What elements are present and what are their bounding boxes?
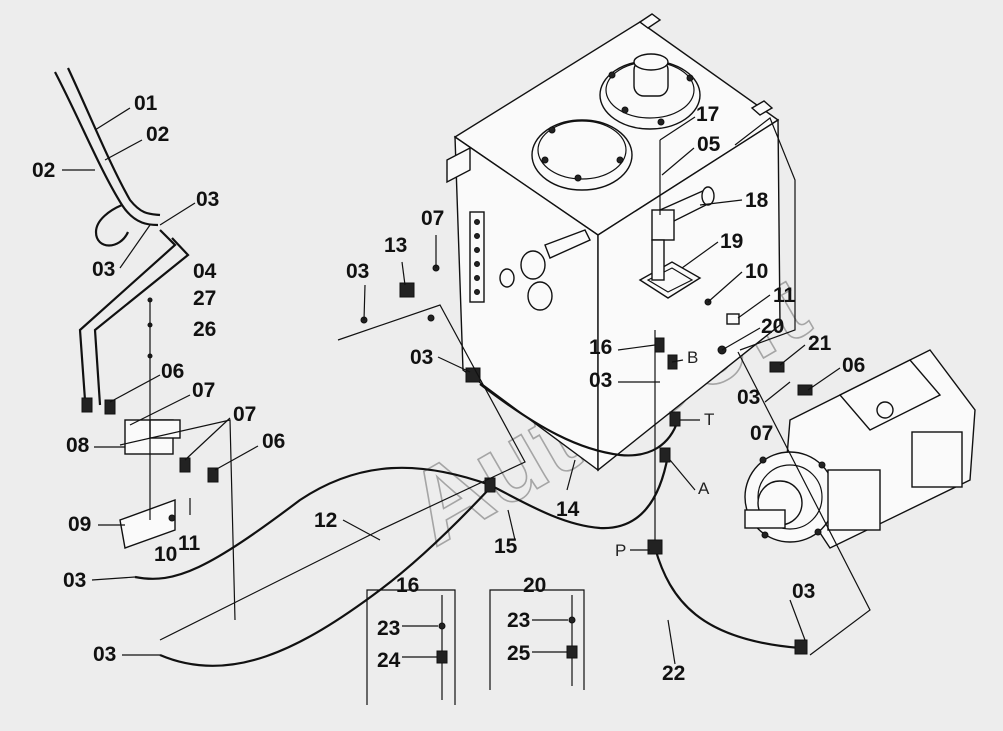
callout-c-03e: 03 bbox=[346, 260, 369, 283]
port-p-b: B bbox=[687, 348, 698, 367]
callout-c-06c: 06 bbox=[842, 354, 865, 377]
port-p-a: A bbox=[698, 479, 710, 498]
callout-c-07c: 07 bbox=[421, 207, 444, 230]
callout-c-17: 17 bbox=[696, 103, 719, 126]
callout-c-25: 25 bbox=[507, 642, 531, 665]
callout-c-12: 12 bbox=[314, 509, 337, 532]
detail-box-16 bbox=[366, 589, 456, 705]
callout-c-16a: 16 bbox=[589, 336, 612, 359]
callout-c-03d: 03 bbox=[93, 643, 116, 666]
callout-c-07d: 07 bbox=[750, 422, 773, 445]
callout-c-10b: 10 bbox=[745, 260, 768, 283]
callout-c-08: 08 bbox=[66, 434, 90, 457]
callout-c-10a: 10 bbox=[154, 543, 177, 566]
callout-c-26: 26 bbox=[193, 318, 216, 341]
callout-c-20: 20 bbox=[761, 315, 784, 338]
port-p-t: T bbox=[704, 410, 714, 429]
callout-c-11a: 11 bbox=[178, 532, 201, 555]
callout-c-21: 21 bbox=[808, 332, 832, 355]
callout-c-03a: 03 bbox=[196, 188, 219, 211]
callout-c-15: 15 bbox=[494, 535, 518, 558]
callout-c-03h: 03 bbox=[737, 386, 760, 409]
callout-c-19: 19 bbox=[720, 230, 743, 253]
callout-c-18: 18 bbox=[745, 189, 769, 212]
leader-lines bbox=[62, 107, 871, 665]
callout-c-16b: 16 bbox=[396, 574, 419, 597]
callout-c-27: 27 bbox=[193, 287, 216, 310]
callout-c-03c: 03 bbox=[63, 569, 86, 592]
callout-c-06b: 06 bbox=[262, 430, 285, 453]
callout-c-09: 09 bbox=[68, 513, 91, 536]
callout-c-24: 24 bbox=[377, 649, 401, 672]
callout-c-07b: 07 bbox=[233, 403, 256, 426]
callout-c-06a: 06 bbox=[161, 360, 184, 383]
callout-c-03g: 03 bbox=[589, 369, 612, 392]
callout-c-01a: 01 bbox=[134, 92, 158, 115]
callout-c-07a: 07 bbox=[192, 379, 215, 402]
callout-c-13: 13 bbox=[384, 234, 407, 257]
callout-c-02a: 02 bbox=[146, 123, 169, 146]
callout-c-02b: 02 bbox=[32, 159, 55, 182]
callout-c-04: 04 bbox=[193, 260, 217, 283]
port-labels: B T A P bbox=[615, 348, 714, 560]
callout-c-03i: 03 bbox=[792, 580, 815, 603]
callout-c-03b: 03 bbox=[92, 258, 115, 281]
hoses bbox=[134, 140, 813, 668]
hydraulic-pump bbox=[744, 349, 976, 549]
callout-c-05: 05 bbox=[697, 133, 721, 156]
callout-c-22: 22 bbox=[662, 662, 685, 685]
callout-c-23a: 23 bbox=[377, 617, 400, 640]
callout-c-20b: 20 bbox=[523, 574, 546, 597]
port-p-p: P bbox=[615, 541, 626, 560]
callout-c-03f: 03 bbox=[410, 346, 433, 369]
callout-c-23b: 23 bbox=[507, 609, 530, 632]
callout-c-14: 14 bbox=[556, 498, 580, 521]
detail-box-20 bbox=[489, 589, 585, 690]
callout-c-11b: 11 bbox=[773, 284, 796, 307]
